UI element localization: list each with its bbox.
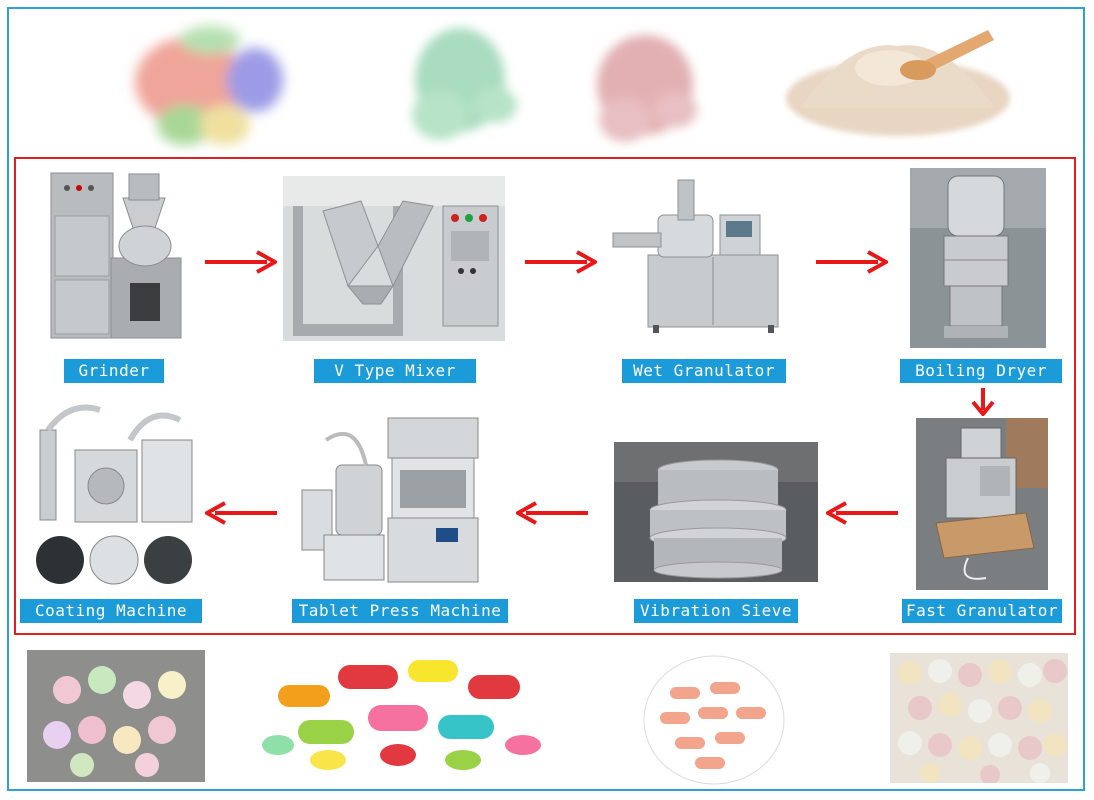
step-label-grinder: Grinder [64, 359, 164, 383]
step-label-fast-granulator: Fast Granulator [902, 599, 1062, 623]
arrow-right-icon [205, 250, 277, 274]
step-label-vibration-sieve: Vibration Sieve [634, 599, 798, 623]
process-frame [14, 157, 1076, 635]
step-label-tablet-press-machine: Tablet Press Machine [292, 599, 508, 623]
multicolor-powder-image [110, 10, 300, 155]
pink-powder-image [575, 10, 715, 155]
grinder-image [45, 168, 185, 343]
cream-powder-image [780, 18, 1015, 143]
arrow-left-icon [826, 501, 898, 525]
wet-granulator-image [608, 175, 784, 335]
arrow-down-icon [971, 388, 995, 416]
fast-granulator-image [916, 418, 1048, 590]
shaped-candy-tablets-image [27, 650, 205, 782]
vibration-sieve-image [614, 442, 818, 582]
arrow-left-icon [516, 501, 588, 525]
colorful-pills-image [258, 645, 550, 785]
coating-machine-image [30, 400, 198, 590]
green-powder-image [395, 10, 535, 155]
pink-capsule-tablets-image [640, 652, 788, 787]
arrow-left-icon [205, 501, 277, 525]
boiling-dryer-image [910, 168, 1046, 348]
arrow-right-icon [525, 250, 597, 274]
step-label-wet-granulator: Wet Granulator [622, 359, 786, 383]
outer-frame [7, 7, 1085, 791]
round-tablets-image [890, 653, 1068, 783]
arrow-right-icon [816, 250, 888, 274]
v-type-mixer-image [283, 176, 505, 341]
step-label-v-type-mixer: V Type Mixer [314, 359, 476, 383]
step-label-boiling-dryer: Boiling Dryer [900, 359, 1062, 383]
step-label-coating-machine: Coating Machine [20, 599, 202, 623]
tablet-press-machine-image [296, 410, 490, 590]
